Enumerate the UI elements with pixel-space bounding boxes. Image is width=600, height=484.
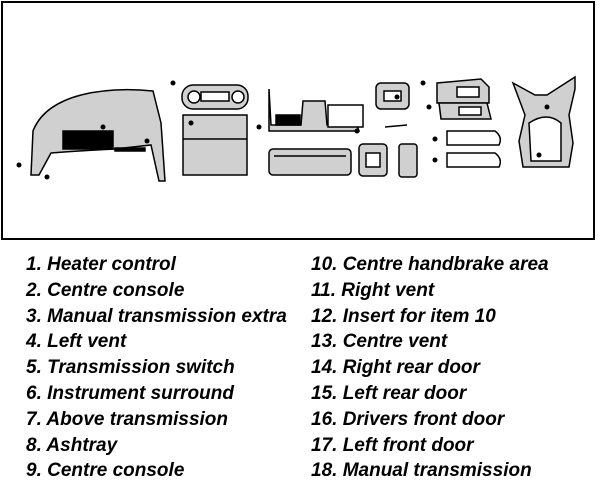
heater-knob-right bbox=[231, 90, 245, 104]
fastener-dot bbox=[432, 136, 438, 142]
legend-item: 16. Drivers front door bbox=[311, 408, 505, 430]
legend-item: 11. Right vent bbox=[311, 279, 435, 301]
legend-item: 14. Right rear door bbox=[311, 357, 480, 379]
fastener-dot bbox=[256, 124, 262, 130]
parts-drawing bbox=[16, 75, 576, 182]
manual-transmission-insert bbox=[327, 104, 364, 128]
left-vent-window bbox=[458, 106, 482, 116]
legend-item: 7. Above transmission bbox=[26, 408, 229, 430]
legend-item: 3. Manual transmission extra bbox=[26, 305, 287, 327]
right-vent-window bbox=[456, 86, 480, 98]
fastener-dot bbox=[394, 94, 400, 100]
fastener-dot bbox=[170, 80, 176, 86]
legend-left-column: 1. Heater control 2. Centre console 3. M… bbox=[26, 252, 287, 484]
legend-item: 6. Instrument surround bbox=[26, 382, 234, 404]
legend-right-column: 10. Centre handbrake area 11. Right vent… bbox=[311, 252, 549, 484]
manual-transmission-cutout bbox=[275, 114, 301, 126]
door-panel-part-2 bbox=[446, 152, 502, 168]
fastener-dot bbox=[354, 128, 360, 134]
legend-item: 1. Heater control bbox=[26, 254, 176, 275]
instrument-cutout bbox=[62, 130, 114, 150]
fastener-dot bbox=[144, 138, 150, 144]
heater-knob-left bbox=[187, 90, 201, 104]
legend-item: 12. Insert for item 10 bbox=[311, 305, 496, 327]
centre-console-part bbox=[182, 114, 248, 176]
fastener-dot bbox=[432, 157, 438, 163]
fastener-dot bbox=[16, 162, 22, 168]
legend-item: 15. Left rear door bbox=[311, 382, 467, 404]
legend-item: 8. Ashtray bbox=[26, 434, 118, 456]
heater-control-window bbox=[200, 91, 230, 102]
legend-item: 17. Left front door bbox=[311, 434, 474, 456]
fastener-dot bbox=[44, 174, 50, 180]
instrument-slot bbox=[114, 147, 146, 152]
ashtray-part bbox=[268, 148, 352, 176]
legend-item: 4. Left vent bbox=[26, 331, 127, 353]
fastener-dot bbox=[188, 120, 194, 126]
small-panel-part bbox=[398, 143, 418, 178]
fastener-dot bbox=[426, 104, 432, 110]
fastener-dot bbox=[544, 104, 550, 110]
legend-item: 10. Centre handbrake area bbox=[311, 254, 549, 275]
legend-item: 5. Transmission switch bbox=[26, 357, 235, 379]
parts-diagram bbox=[1, 1, 595, 240]
fastener-dot bbox=[420, 80, 426, 86]
door-panel-part-1 bbox=[446, 130, 502, 146]
legend-item: 2. Centre console bbox=[26, 279, 185, 301]
fastener-dot bbox=[100, 124, 106, 130]
legend-item: 13. Centre vent bbox=[311, 331, 448, 353]
transmission-switch-window bbox=[383, 90, 402, 102]
fastener-dot bbox=[536, 152, 542, 158]
legend-item: 18. Manual transmission bbox=[311, 460, 532, 482]
insert-window bbox=[365, 152, 381, 168]
legend-item: 9. Centre console bbox=[26, 460, 185, 482]
above-transmission-strip bbox=[384, 124, 408, 128]
handbrake-opening bbox=[528, 116, 562, 162]
